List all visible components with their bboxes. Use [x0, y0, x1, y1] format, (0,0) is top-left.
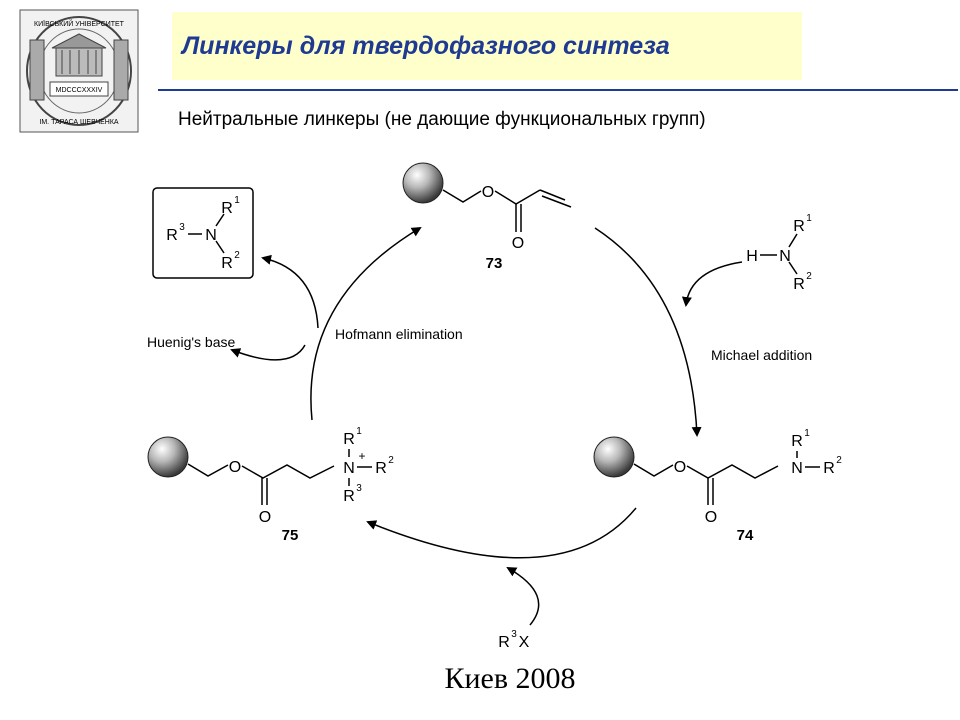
superscript: 1 [234, 195, 240, 206]
superscript: 2 [836, 455, 842, 466]
logo-year: MDCCCXXXIV [56, 87, 103, 94]
alkyl-halide-addition-arrow [506, 567, 540, 626]
nitrogen-label: N [779, 248, 791, 265]
huenigs-base-arrow [230, 344, 306, 361]
compound-73: O O 73 [402, 162, 572, 272]
logo-text-bottom: ІМ. ТАРАСА ШЕВЧЕНКА [39, 119, 119, 126]
oxygen-label: O [482, 184, 494, 201]
oxygen-label: O [229, 459, 241, 476]
positive-charge-label: + [358, 449, 365, 463]
r3-label: R [343, 488, 355, 505]
superscript: 1 [356, 426, 362, 437]
superscript: 3 [179, 222, 185, 233]
hofmann-elimination-arrow [310, 226, 422, 421]
superscript: 1 [804, 428, 810, 439]
michael-addition-label: Michael addition [711, 347, 812, 363]
oxygen-label: O [259, 509, 271, 526]
nitrogen-label: N [205, 227, 217, 244]
amine-addition-arrow [681, 261, 743, 307]
quaternization-arrow [366, 507, 637, 559]
title-divider [158, 89, 958, 91]
logo-text-top: КИЇВСЬКИЙ УНІВЕРСИТЕТ [34, 19, 125, 28]
hofmann-elimination-label: Hofmann elimination [335, 326, 463, 342]
r2-label: R [793, 276, 805, 293]
secondary-amine: H N R 1 R 2 [746, 213, 812, 293]
superscript: 2 [234, 250, 240, 261]
nitrogen-label: N [791, 460, 803, 477]
compound-73-label: 73 [486, 255, 503, 272]
r3-label: R [498, 634, 510, 651]
r2-label: R [823, 460, 835, 477]
oxygen-label: O [674, 459, 686, 476]
footer-text: Киев 2008 [444, 662, 576, 695]
compound-74-label: 74 [737, 527, 754, 544]
michael-addition-arrow [594, 227, 702, 437]
nitrogen-label: N [343, 460, 355, 477]
huenigs-base-label: Huenig's base [147, 334, 236, 350]
oxygen-label: O [512, 235, 524, 252]
r1-label: R [221, 200, 233, 217]
superscript: 3 [511, 629, 517, 640]
title-box: Линкеры для твердофазного синтеза [172, 12, 802, 80]
resin-bead [593, 436, 635, 478]
resin-bead [402, 162, 444, 204]
released-tertiary-amine: R 3 N R 1 R 2 [152, 187, 254, 279]
oxygen-label: O [705, 509, 717, 526]
compound-74: O O N R 1 R 2 74 [593, 428, 842, 544]
r1-label: R [791, 433, 803, 450]
r1-label: R [343, 431, 355, 448]
r2-label: R [375, 460, 387, 477]
r1-label: R [793, 218, 805, 235]
superscript: 2 [806, 271, 812, 282]
r3-label: R [166, 227, 178, 244]
alkyl-halide: R 3 X [498, 629, 529, 651]
compound-75: O O N + R 1 R 2 R 3 75 [147, 426, 394, 544]
amine-release-arrow [261, 254, 319, 329]
compound-75-label: 75 [282, 527, 299, 544]
page-subtitle: Нейтральные линкеры (не дающие функциона… [178, 109, 706, 130]
page-title: Линкеры для твердофазного синтеза [182, 32, 670, 60]
superscript: 1 [806, 213, 812, 224]
superscript: 2 [388, 455, 394, 466]
resin-bead [147, 436, 189, 478]
product-box [152, 187, 254, 279]
university-seal-icon: КИЇВСЬКИЙ УНІВЕРСИТЕТ MDCCCXXXIV ІМ. ТАР… [19, 9, 139, 133]
halide-label: X [519, 634, 530, 651]
hydrogen-label: H [746, 248, 758, 265]
superscript: 3 [356, 483, 362, 494]
r2-label: R [221, 255, 233, 272]
